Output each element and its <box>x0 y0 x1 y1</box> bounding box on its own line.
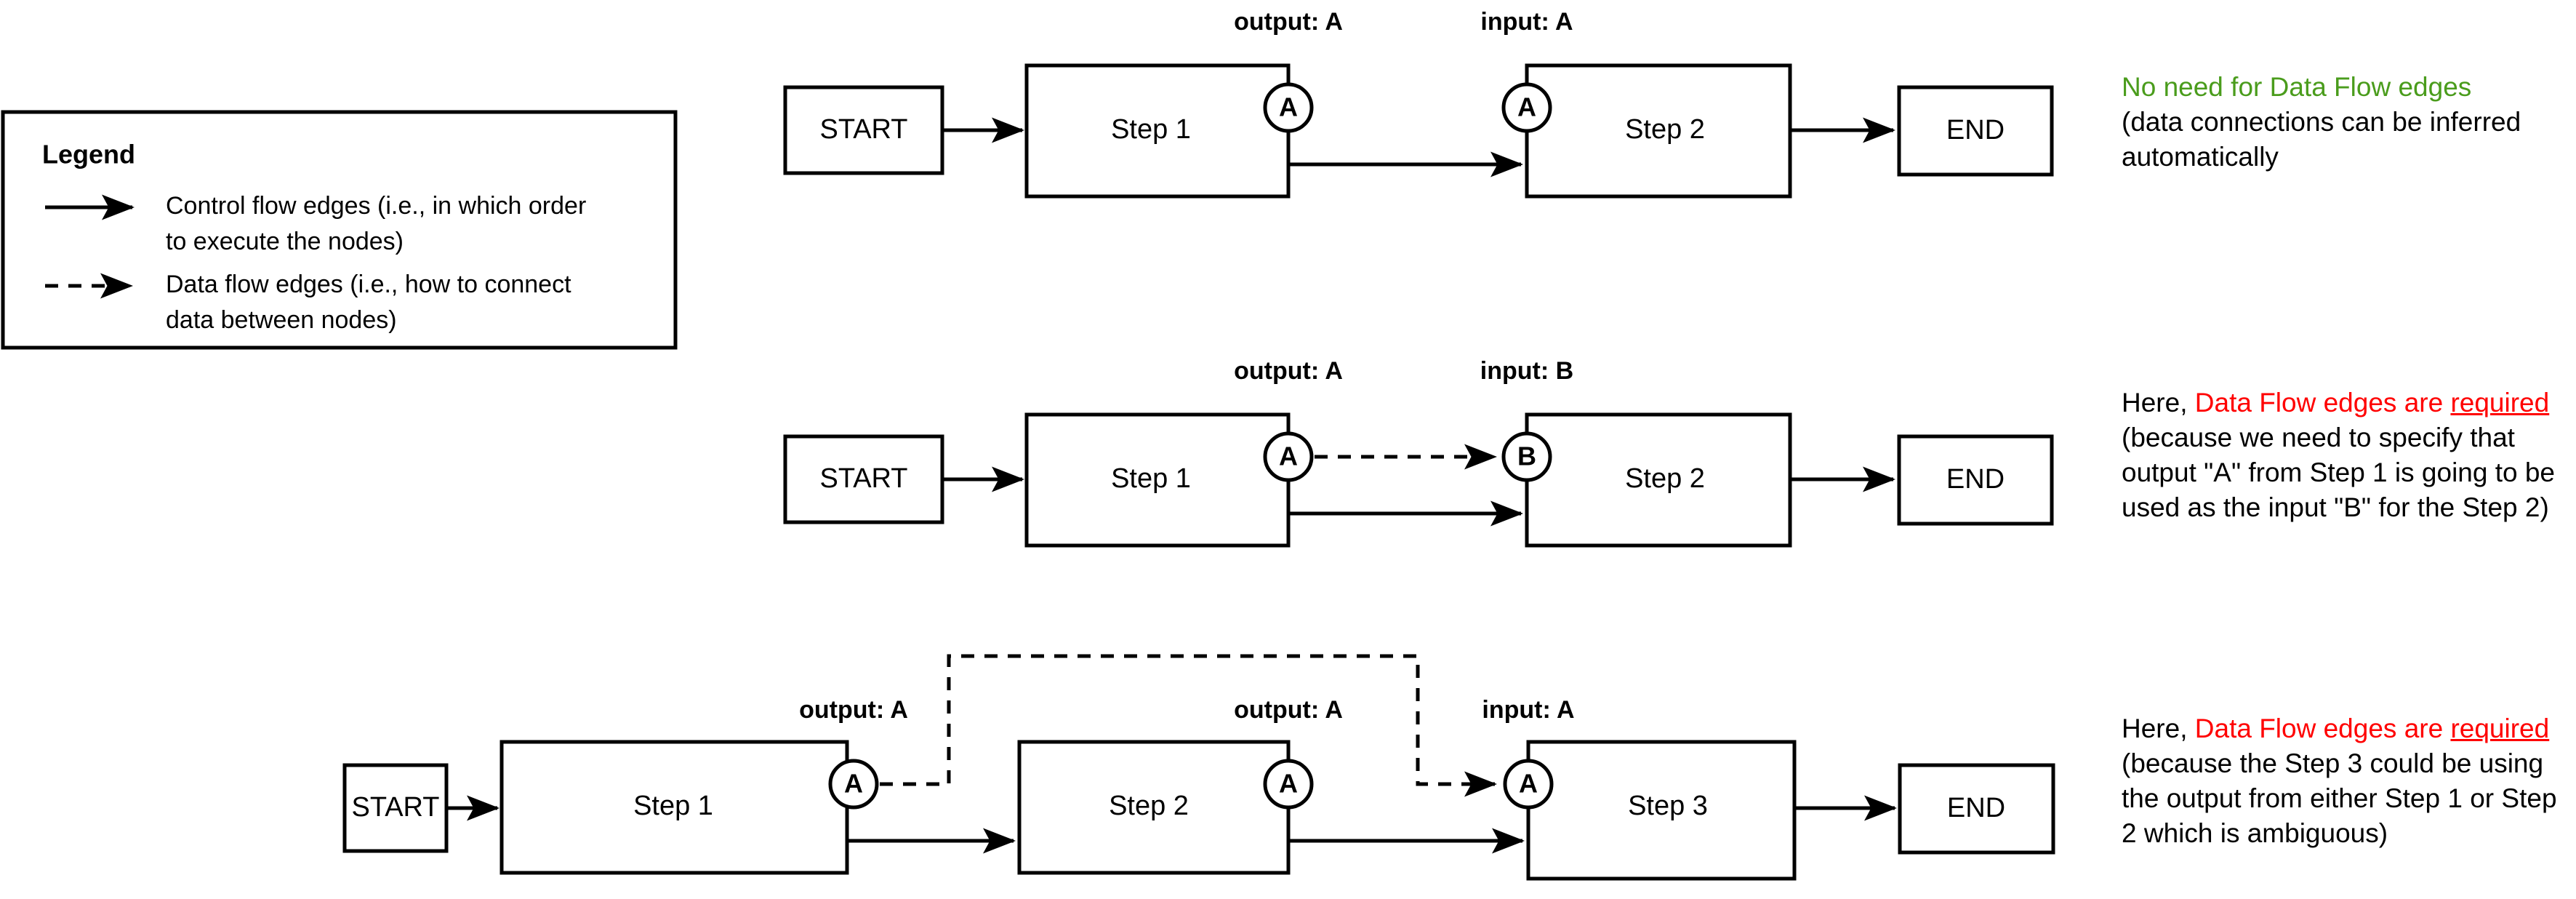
row-1-output-caption: output: A <box>1234 8 1343 36</box>
row-2-port-output-a[interactable] <box>1263 431 1314 482</box>
row-3-port-step3-input-a[interactable] <box>1503 759 1554 810</box>
row-2-node-step1[interactable] <box>1024 412 1291 548</box>
row-3-annotation-highlight: Data Flow edges are <box>2194 714 2451 743</box>
row-3-port-step2-output-a[interactable] <box>1263 759 1314 810</box>
row-2-output-caption: output: A <box>1234 357 1343 385</box>
legend-item-control-flow: Control flow edges (i.e., in which order… <box>45 192 586 255</box>
row-3-node-step2-label: Step 2 <box>1109 791 1189 821</box>
row-1-port-output-a-label: A <box>1279 92 1298 122</box>
row-3-node-end[interactable] <box>1898 763 2055 855</box>
row-3-data-edge-step1-to-step3 <box>880 654 1498 797</box>
row-3-step2-output-caption: output: A <box>1234 696 1343 724</box>
row-3-port-step3-input-a-label: A <box>1519 769 1538 799</box>
row-3-step3-input-caption: input: A <box>1482 696 1574 724</box>
row-2-annotation-body: (because we need to specify that output … <box>2122 423 2556 522</box>
row-3-annotation: Here, Data Flow edges are required (beca… <box>2122 711 2558 851</box>
row-2-node-start-label: START <box>819 463 907 494</box>
legend-data-flow-line1: Data flow edges (i.e., how to connect <box>166 271 571 298</box>
row-3-annotation-underline: required <box>2450 714 2550 743</box>
row-3-step1-output-caption: output: A <box>799 696 908 724</box>
legend-control-flow-line2: to execute the nodes) <box>166 228 404 255</box>
row-2-port-input-b-label: B <box>1517 441 1536 471</box>
row-1-node-end[interactable] <box>1897 85 2054 177</box>
legend-data-flow-line2: data between nodes) <box>166 306 397 334</box>
legend-item-data-flow: Data flow edges (i.e., how to connect da… <box>45 271 571 334</box>
legend: Legend Control flow edges (i.e., in whic… <box>1 110 678 350</box>
row-2-node-step1-label: Step 1 <box>1111 463 1191 494</box>
row-3-node-step3[interactable] <box>1526 740 1797 881</box>
row-2-node-end-label: END <box>1946 464 2005 495</box>
row-3-annotation-body: (because the Step 3 could be using the o… <box>2122 748 2557 848</box>
legend-control-flow-line1: Control flow edges (i.e., in which order <box>166 192 586 220</box>
legend-title: Legend <box>42 140 135 169</box>
row-3-node-step2[interactable] <box>1017 740 1291 875</box>
row-3-port-step2-output-a-label: A <box>1279 769 1298 799</box>
row-3-node-start-label: START <box>351 792 439 823</box>
row-1-port-input-a[interactable] <box>1501 82 1552 133</box>
row-2-diagram: START Step 1 A output: A Step 2 B input:… <box>783 357 2054 548</box>
row-2-port-input-b[interactable] <box>1501 431 1552 482</box>
row-2-port-output-a-label: A <box>1279 441 1298 471</box>
row-3-node-step3-label: Step 3 <box>1628 791 1708 821</box>
row-1-node-start[interactable] <box>783 85 944 175</box>
row-1-port-output-a[interactable] <box>1263 82 1314 133</box>
row-3-node-start[interactable] <box>342 763 449 853</box>
row-2-input-caption: input: B <box>1480 357 1573 385</box>
row-1-port-input-a-label: A <box>1517 92 1536 122</box>
row-1-node-step2-label: Step 2 <box>1625 114 1705 145</box>
row-2-annotation-prefix: Here, <box>2122 388 2195 417</box>
legend-frame <box>1 110 678 350</box>
row-3-port-step1-output-a[interactable] <box>828 759 879 810</box>
row-3-port-step1-output-a-label: A <box>844 769 863 799</box>
row-3-diagram: START Step 1 A output: A Step 2 A output… <box>342 654 2055 881</box>
row-1-input-caption: input: A <box>1480 8 1573 36</box>
row-2-annotation: Here, Data Flow edges are required (beca… <box>2122 385 2558 525</box>
row-1-annotation-body: (data connections can be inferred automa… <box>2122 107 2521 172</box>
row-1-diagram: START Step 1 A output: A Step 2 A input:… <box>783 8 2054 199</box>
row-3-node-end-label: END <box>1947 793 2005 823</box>
row-2-node-end[interactable] <box>1897 434 2054 526</box>
row-2-node-step2-label: Step 2 <box>1625 463 1705 494</box>
row-1-node-start-label: START <box>819 114 907 145</box>
row-1-node-end-label: END <box>1946 115 2005 145</box>
row-3-annotation-prefix: Here, <box>2122 714 2195 743</box>
row-2-annotation-highlight: Data Flow edges are <box>2194 388 2451 417</box>
row-1-annotation: No need for Data Flow edges (data connect… <box>2122 70 2558 175</box>
row-2-annotation-underline: required <box>2450 388 2550 417</box>
row-1-annotation-highlight: No need for Data Flow edges <box>2122 72 2472 102</box>
row-1-node-step1-label: Step 1 <box>1111 114 1191 145</box>
row-3-node-step1-label: Step 1 <box>633 791 713 821</box>
